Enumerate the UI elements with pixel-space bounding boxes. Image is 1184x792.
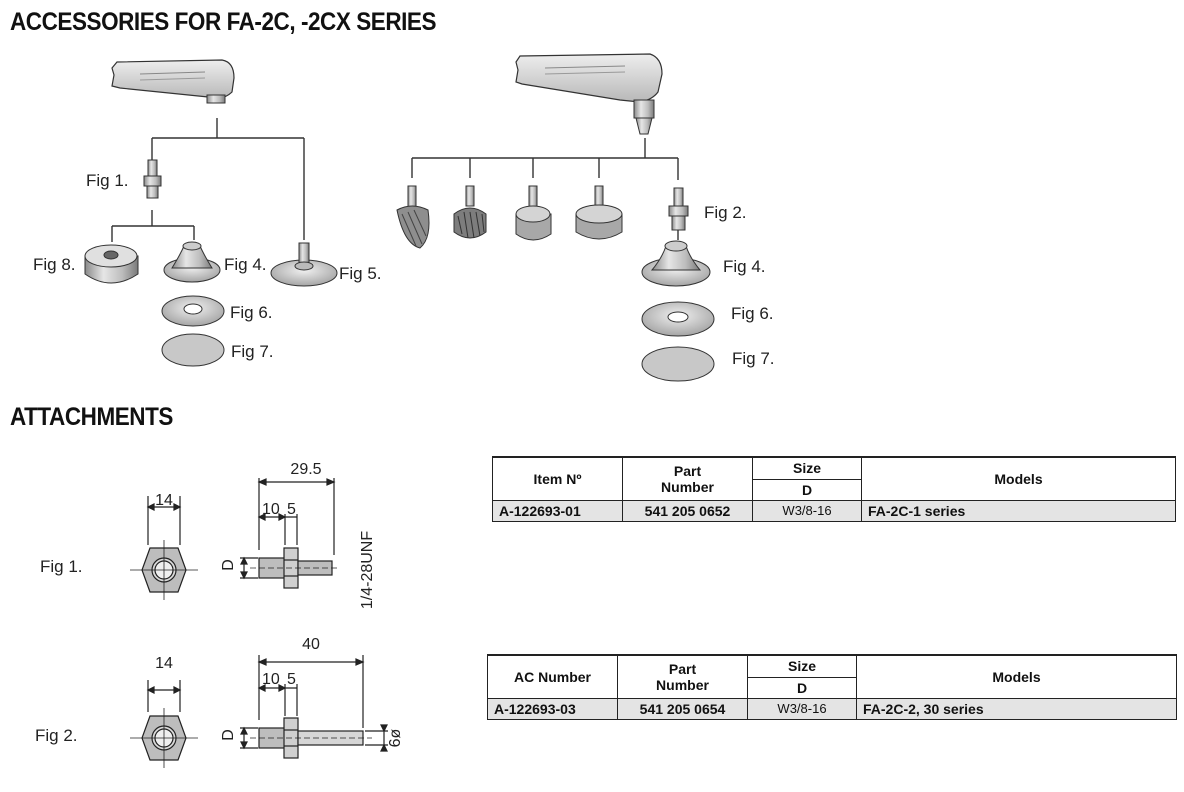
accessories-title: ACCESSORIES FOR FA-2C, -2CX SERIES (10, 8, 437, 36)
right-fig4-label: Fig 4. (723, 257, 766, 276)
fig1-thread-spec: 1/4-28UNF (359, 531, 376, 609)
col-ac-number: AC Number (487, 654, 618, 699)
fig1-total-length: 29.5 (290, 461, 321, 478)
fig6-disc-right-icon (641, 301, 715, 337)
left-fig4-label: Fig 4. (224, 255, 267, 274)
col-size: Size (747, 654, 857, 678)
fig2-dim-a: 10 (262, 671, 280, 688)
size-cell: W3/8-16 (752, 499, 862, 522)
fig1-dim-a: 10 (262, 501, 280, 518)
fig1-attachment-label: Fig 1. (40, 557, 83, 576)
col-models: Models (856, 654, 1177, 699)
item-number-cell: A-122693-01 (492, 499, 623, 522)
fig1-width: 14 (155, 492, 173, 509)
fig2-adapter-icon (668, 187, 689, 231)
fig2-shank-dia: 6ø (387, 728, 404, 747)
fig6-disc-left-icon (161, 295, 225, 327)
fig1-dim-d: D (220, 559, 237, 571)
mounted-stone-large-icon (575, 185, 623, 240)
left-fig6-label: Fig 6. (230, 303, 273, 322)
fig2-dim-d: D (220, 729, 237, 741)
col-models: Models (861, 456, 1176, 501)
fig2-dim-b: 5 (287, 671, 296, 688)
right-fig6-label: Fig 6. (731, 304, 774, 323)
mounted-stone-small-icon (515, 185, 552, 241)
fig1-drawing: Fig 1. 29.5 14 10 5 D 1/4-28UNF (40, 461, 376, 609)
angle-grinder-tool-right (515, 53, 663, 135)
models-cell: FA-2C-2, 30 series (856, 697, 1177, 720)
left-fig5-label: Fig 5. (339, 264, 382, 283)
part-number-cell: 541 205 0654 (617, 697, 748, 720)
fig4-backing-pad-left-icon (163, 241, 221, 283)
right-fig7-label: Fig 7. (732, 349, 775, 368)
fig8-nut-icon (84, 244, 139, 284)
left-fig7-label: Fig 7. (231, 342, 274, 361)
connector-lines-right (411, 138, 679, 240)
burr-cone-icon (396, 185, 430, 249)
fig7-pad-left-icon (161, 333, 225, 367)
table-row: A-122693-01 541 205 0652 W3/8-16 FA-2C-1… (492, 499, 1176, 522)
col-item-number: Item Nº (492, 456, 623, 501)
part-number-cell: 541 205 0652 (622, 499, 753, 522)
left-fig1-label: Fig 1. (86, 171, 129, 190)
fig7-pad-right-icon (641, 346, 715, 382)
burr-wheel-icon (453, 185, 487, 239)
fig2-drawing: Fig 2. 40 14 10 5 D (35, 636, 404, 768)
col-size-d: D (752, 478, 862, 501)
angle-grinder-tool-left (111, 59, 235, 104)
fig2-width: 14 (155, 655, 173, 672)
right-fig2-label: Fig 2. (704, 203, 747, 222)
fig1-dim-b: 5 (287, 501, 296, 518)
size-cell: W3/8-16 (747, 697, 857, 720)
connector-lines-left (111, 118, 305, 242)
models-cell: FA-2C-1 series (861, 499, 1176, 522)
fig4-backing-pad-right-icon (641, 240, 711, 287)
fig1-adapter-icon (143, 159, 162, 199)
attachments-title: ATTACHMENTS (10, 403, 173, 431)
ac-number-cell: A-122693-03 (487, 697, 618, 720)
col-size-d: D (747, 676, 857, 699)
table-row: A-122693-03 541 205 0654 W3/8-16 FA-2C-2… (487, 697, 1177, 720)
fig2-total-length: 40 (302, 636, 320, 653)
left-fig8-label: Fig 8. (33, 255, 76, 274)
col-size: Size (752, 456, 862, 480)
fig5-disc-holder-icon (270, 242, 338, 287)
fig2-attachment-label: Fig 2. (35, 726, 78, 745)
